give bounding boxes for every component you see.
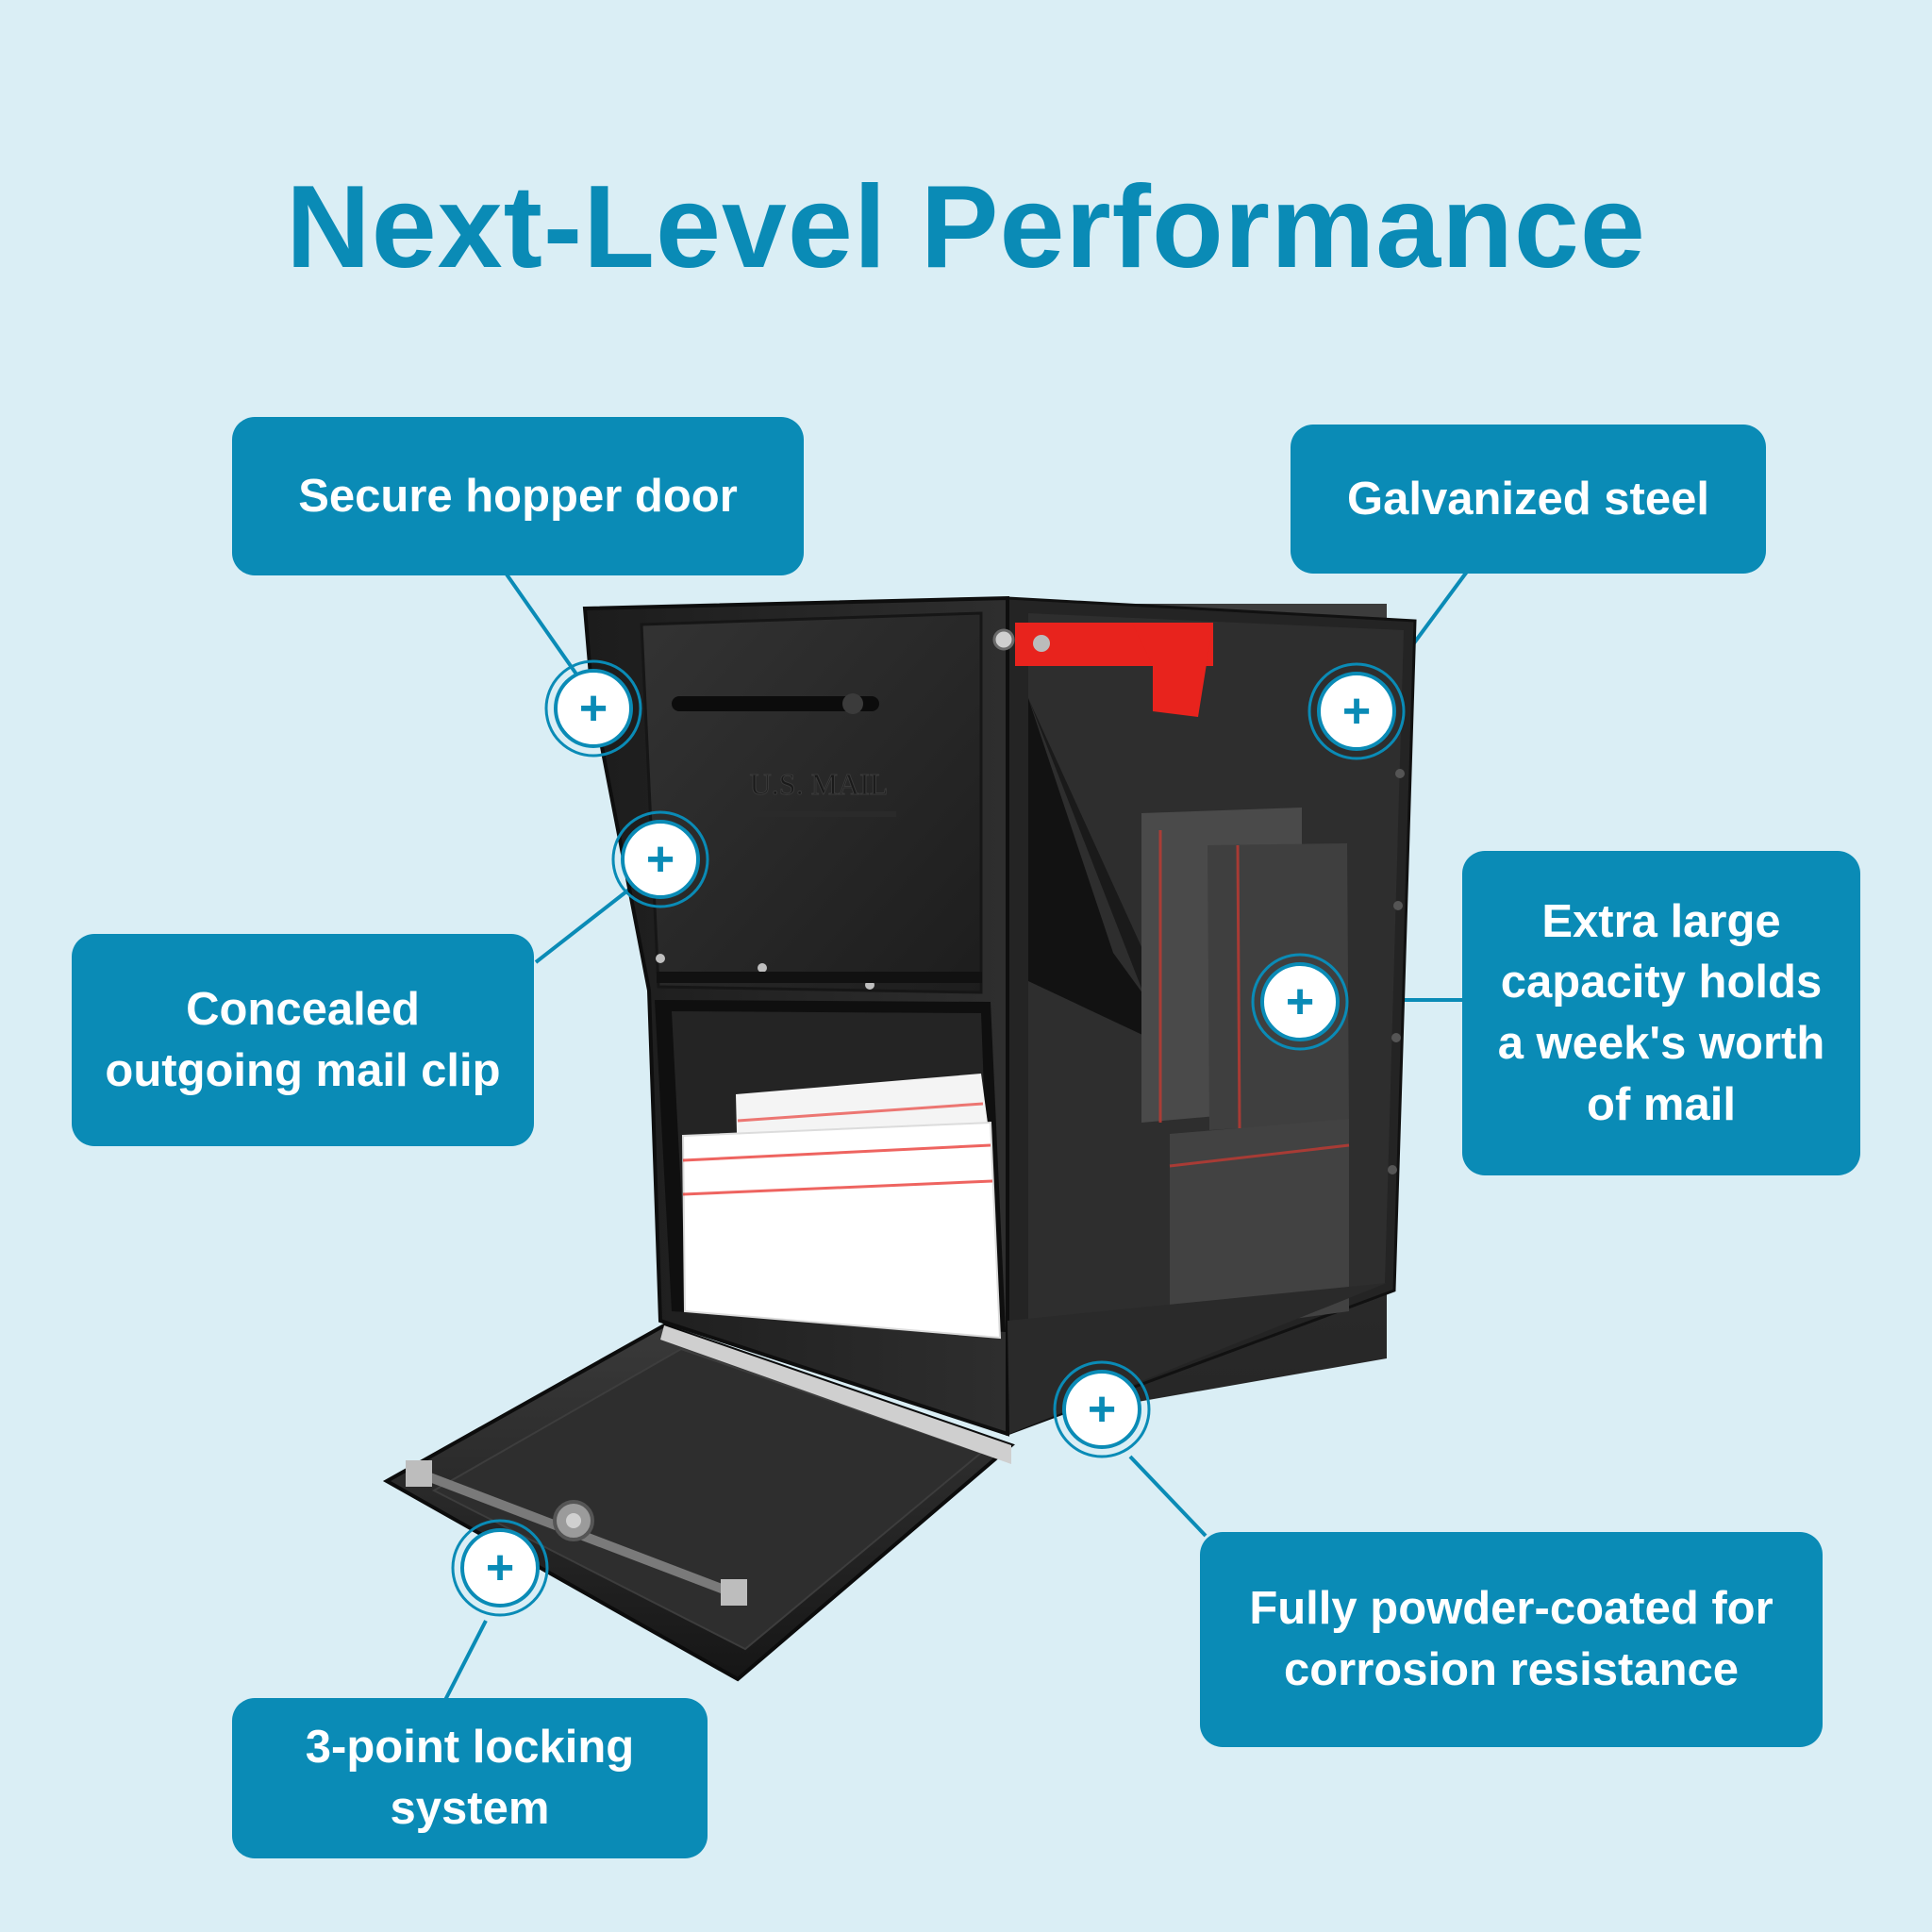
plus-icon: + bbox=[486, 1541, 514, 1595]
hotspot-disk bbox=[460, 1528, 540, 1607]
hotspot-markers: + + + + + + bbox=[451, 659, 1406, 1617]
callout-powder-coated: Fully powder-coated for corrosion resist… bbox=[1200, 1532, 1823, 1747]
callout-extra-large-capacity: Extra large capacity holds a week's wort… bbox=[1462, 851, 1860, 1175]
plus-icon: + bbox=[1286, 974, 1314, 1029]
hotspot-galvanized[interactable]: + bbox=[1307, 662, 1406, 760]
connector-lines bbox=[443, 570, 1469, 1701]
callout-label: 3-point locking system bbox=[305, 1722, 635, 1834]
callout-label: Secure hopper door bbox=[298, 470, 738, 522]
hotspot-powder[interactable]: + bbox=[1053, 1360, 1151, 1458]
hotspot-ring bbox=[1053, 1360, 1151, 1458]
mailbox-flag bbox=[992, 623, 1213, 717]
plus-icon: + bbox=[646, 832, 675, 887]
plus-icon: + bbox=[1088, 1382, 1116, 1437]
hotspot-clip[interactable]: + bbox=[611, 810, 709, 908]
hotspot-ring bbox=[1251, 953, 1349, 1051]
callout-galvanized-steel: Galvanized steel bbox=[1291, 425, 1766, 574]
callout-concealed-mail-clip: Concealed outgoing mail clip bbox=[72, 934, 534, 1146]
door-emboss-text: U.S. MAIL bbox=[750, 767, 889, 801]
hotspot-hopper[interactable]: + bbox=[544, 659, 642, 758]
callout-secure-hopper-door: Secure hopper door bbox=[232, 417, 804, 575]
hotspot-disk bbox=[1317, 672, 1396, 751]
bottom-door bbox=[382, 1323, 1015, 1682]
hotspot-disk bbox=[621, 820, 700, 899]
hotspot-ring bbox=[451, 1519, 549, 1617]
hotspot-ring bbox=[611, 810, 709, 908]
hotspot-capacity[interactable]: + bbox=[1251, 953, 1349, 1051]
hotspot-locking[interactable]: + bbox=[451, 1519, 549, 1617]
plus-icon: + bbox=[579, 681, 608, 736]
hotspot-ring bbox=[1307, 662, 1406, 760]
hotspot-disk bbox=[1062, 1370, 1141, 1449]
hotspot-disk bbox=[1260, 962, 1340, 1041]
callout-label: Extra large capacity holds a week's wort… bbox=[1497, 895, 1825, 1130]
callout-label: Fully powder-coated for corrosion resist… bbox=[1249, 1583, 1774, 1695]
callout-three-point-locking: 3-point locking system bbox=[232, 1698, 708, 1858]
callout-label: Galvanized steel bbox=[1346, 473, 1709, 525]
plus-icon: + bbox=[1342, 684, 1371, 739]
callout-label: Concealed outgoing mail clip bbox=[105, 983, 501, 1096]
hotspot-disk bbox=[554, 669, 633, 748]
page-title: Next-Level Performance bbox=[286, 162, 1646, 292]
mailbox-body: U.S. MAIL bbox=[382, 595, 1417, 1682]
hotspot-ring bbox=[544, 659, 642, 758]
